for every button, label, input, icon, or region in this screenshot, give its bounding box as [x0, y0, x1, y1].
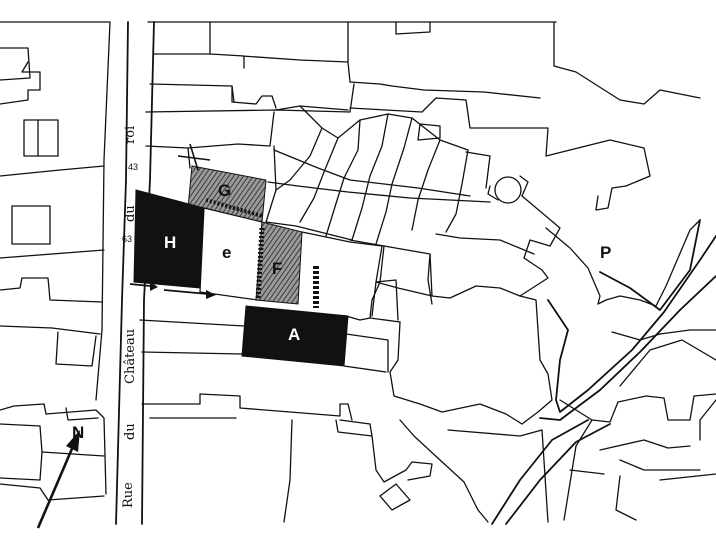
house-number-43: 43	[128, 162, 138, 172]
parcel-a	[241, 305, 349, 367]
street-name-segment: du	[123, 423, 138, 440]
entry-arrows	[129, 282, 216, 299]
north-label: N	[72, 423, 84, 442]
boulevard-edges	[491, 219, 716, 525]
parcel-f	[255, 221, 319, 308]
street-name-segment: du	[123, 205, 138, 222]
street-name-segment: Rue	[121, 482, 136, 508]
street-name-segment: Château	[123, 329, 138, 384]
street-name: Rue du Château du roi	[121, 126, 138, 508]
parcel-label-p: P	[600, 243, 611, 262]
parcel-label-h: H	[164, 233, 176, 252]
round-feature	[494, 176, 522, 204]
house-number-63: 63	[122, 234, 132, 244]
parcel-label-a: A	[288, 325, 300, 344]
parcel-label-e: e	[222, 243, 231, 262]
parcel-label-f: F	[272, 259, 282, 278]
west-block-lots	[0, 21, 111, 501]
street-name-segment: roi	[123, 126, 138, 144]
parcel-label-g: G	[218, 181, 231, 200]
north-arrow-icon	[36, 430, 80, 529]
parcel-e-outline	[301, 231, 383, 317]
cross-marker	[177, 143, 211, 171]
parcel-p-outline	[545, 219, 701, 307]
east-block-lots	[139, 21, 716, 523]
